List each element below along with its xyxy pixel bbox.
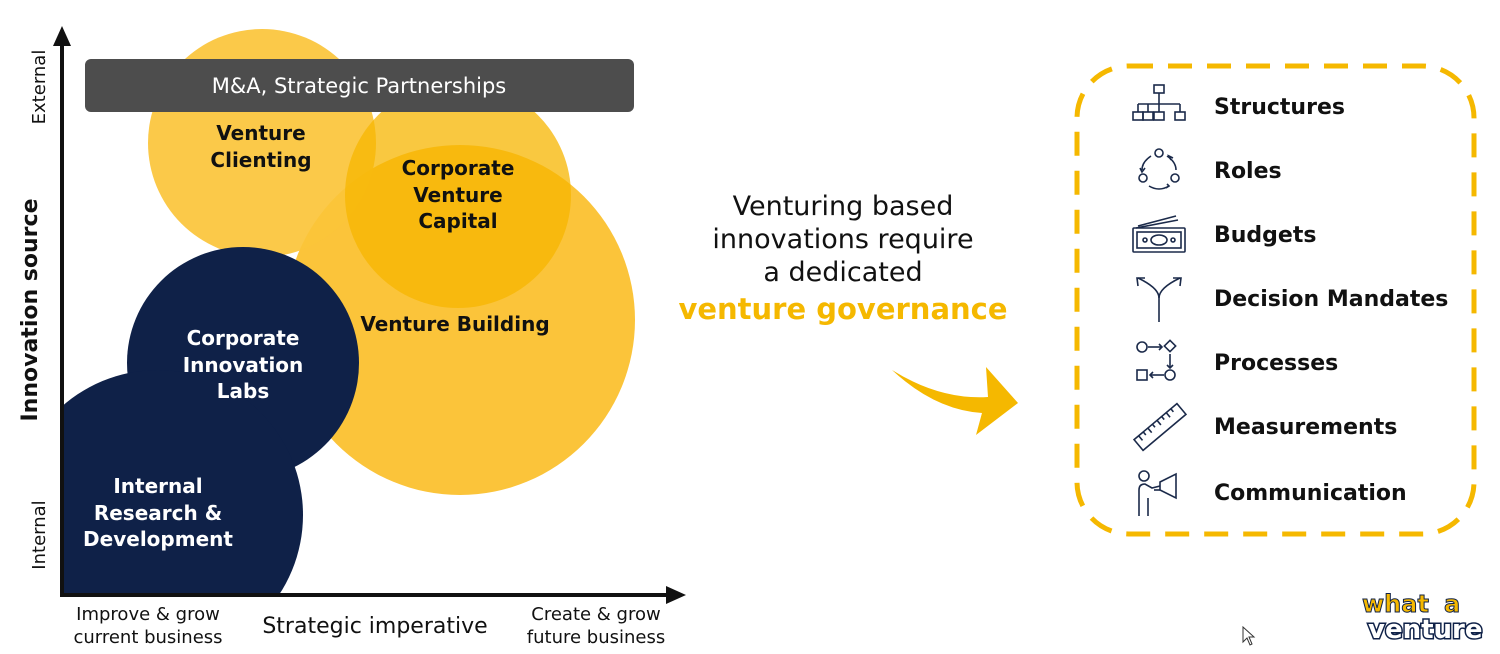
gov-label-processes: Processes xyxy=(1214,350,1339,376)
curved-arrow-icon xyxy=(892,367,1018,435)
mouse-cursor-icon xyxy=(1242,626,1256,646)
org-chart-icon xyxy=(1132,84,1186,121)
rnd-label-1: Internal xyxy=(113,474,202,498)
gov-item-budgets: Budgets xyxy=(1130,210,1316,260)
headline-line-3: a dedicated xyxy=(763,257,923,288)
gov-item-processes: Processes xyxy=(1130,338,1338,388)
gov-item-roles: Roles xyxy=(1130,146,1282,196)
gov-item-decision-mandates: Decision Mandates xyxy=(1130,274,1448,324)
venture-building-label: Venture Building xyxy=(360,312,549,336)
gov-label-roles: Roles xyxy=(1214,158,1282,184)
gov-label-structures: Structures xyxy=(1214,94,1345,120)
cvc-label-3: Capital xyxy=(418,209,497,233)
x-axis-right-label-line2: future business xyxy=(527,627,665,648)
corporate-venture-capital-circle xyxy=(345,82,571,308)
fork-arrows-icon xyxy=(1136,277,1182,322)
x-axis-right-label-line1: Create & grow xyxy=(531,604,660,625)
logo-what: what xyxy=(1362,590,1429,618)
headline-highlight: venture governance xyxy=(678,292,1008,326)
gov-label-measurements: Measurements xyxy=(1214,414,1398,440)
x-axis-left-label-line1: Improve & grow xyxy=(76,604,220,625)
gov-label-budgets: Budgets xyxy=(1214,222,1317,248)
gov-label-decision-mandates: Decision Mandates xyxy=(1214,286,1449,312)
rnd-label-3: Development xyxy=(83,527,233,551)
ma-partnerships-banner xyxy=(85,59,634,112)
logo-a: a xyxy=(1444,590,1460,618)
cycle-roles-icon xyxy=(1138,148,1180,190)
internal-rnd-circle xyxy=(13,370,303,654)
y-axis-top-label: External xyxy=(29,50,50,125)
venture-clienting-label-2: Clienting xyxy=(210,148,311,172)
gov-label-communication: Communication xyxy=(1214,480,1407,506)
gov-item-structures: Structures xyxy=(1130,82,1345,132)
labs-label-3: Labs xyxy=(217,379,269,403)
x-axis-arrow xyxy=(666,586,686,604)
x-axis-label: Strategic imperative xyxy=(262,614,487,639)
labs-label-1: Corporate xyxy=(187,326,300,350)
process-flow-icon xyxy=(1136,339,1177,381)
gov-item-communication: Communication xyxy=(1130,468,1407,518)
headline-line-2: innovations require xyxy=(712,224,974,255)
gov-item-measurements: Measurements xyxy=(1130,402,1397,452)
labs-label-2: Innovation xyxy=(183,353,304,377)
venturing-matrix-diagram: M&A, Strategic Partnerships Innovation s… xyxy=(0,0,700,654)
venture-clienting-label-1: Venture xyxy=(216,121,305,145)
megaphone-person-icon xyxy=(1138,470,1177,516)
cvc-label-1: Corporate xyxy=(402,156,515,180)
x-axis-left-label-line2: current business xyxy=(73,627,222,648)
what-a-venture-logo: what a venture xyxy=(1362,590,1485,642)
headline: Venturing based innovations require a de… xyxy=(668,190,1018,326)
headline-line-1: Venturing based xyxy=(732,191,954,222)
y-axis-label: Innovation source xyxy=(18,199,43,422)
y-axis-bottom-label: Internal xyxy=(29,500,50,569)
cvc-label-2: Venture xyxy=(413,183,502,207)
money-icon xyxy=(1132,215,1186,253)
logo-venture: venture xyxy=(1368,615,1483,642)
governance-box xyxy=(1074,63,1477,537)
banner-label: M&A, Strategic Partnerships xyxy=(212,74,507,98)
rnd-label-2: Research & xyxy=(94,501,222,525)
y-axis-arrow xyxy=(53,26,71,46)
ruler-icon xyxy=(1132,402,1188,452)
